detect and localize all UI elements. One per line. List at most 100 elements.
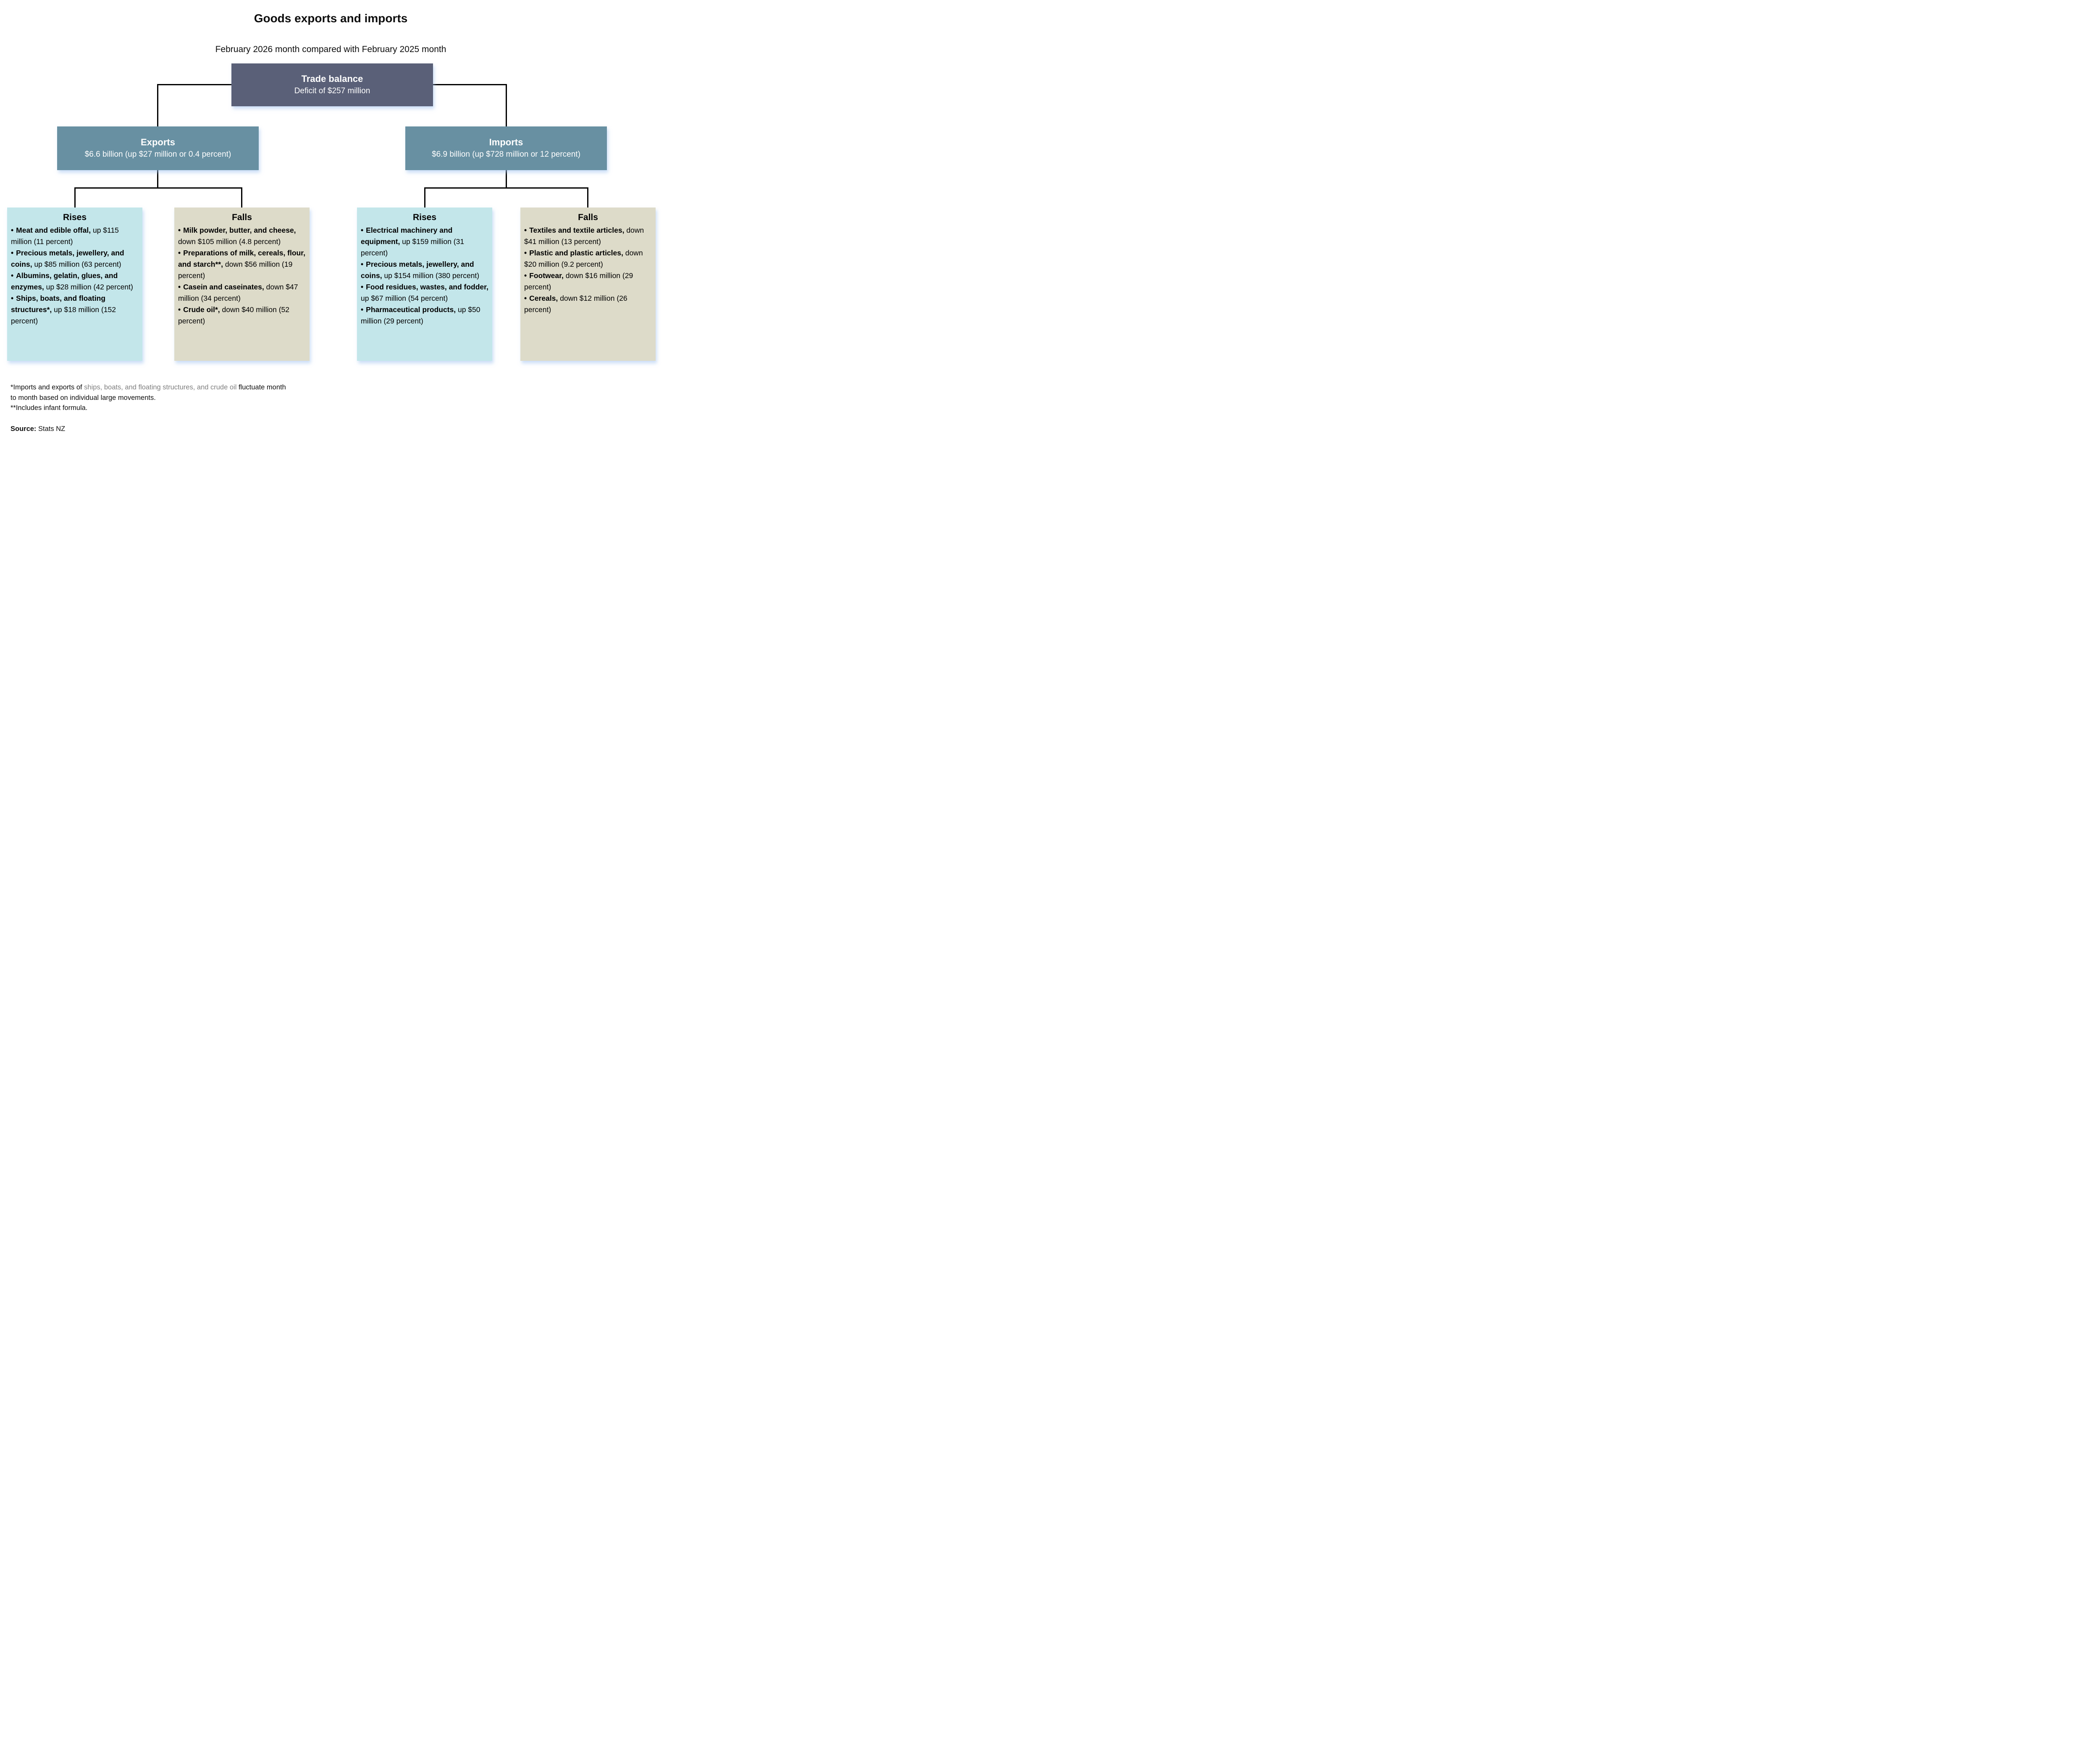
item-name: Crude oil*, (183, 305, 220, 314)
source-value: Stats NZ (36, 425, 66, 433)
list-item: •Pharmaceutical products, up $50 million… (361, 304, 488, 327)
item-name: Ships, boats, and floating structures*, (11, 294, 106, 314)
connector-line (424, 187, 588, 189)
connector-line (241, 187, 242, 208)
bullet-icon: • (178, 305, 181, 314)
list-item: •Electrical machinery and equipment, up … (361, 225, 488, 259)
item-detail: up $28 million (42 percent) (44, 283, 133, 291)
footnotes: *Imports and exports of ships, boats, an… (10, 382, 293, 413)
list-item: •Textiles and textile articles, down $41… (524, 225, 652, 247)
connector-line (157, 170, 158, 189)
connector-line (433, 84, 506, 85)
connector-line (157, 84, 158, 127)
bullet-icon: • (361, 260, 364, 268)
bullet-icon: • (361, 283, 364, 291)
imports-rises-title: Rises (412, 213, 437, 222)
exports-title: Exports (141, 137, 175, 147)
item-detail: up $159 million (31 percent) (361, 237, 465, 257)
item-name: Pharmaceutical products, (366, 305, 456, 314)
exports-box: Exports $6.6 billion (up $27 million or … (57, 126, 259, 170)
bullet-icon: • (178, 283, 181, 291)
bullet-icon: • (11, 249, 14, 257)
exports-falls-title: Falls (232, 213, 252, 222)
list-item: •Milk powder, butter, and cheese, down $… (178, 225, 306, 247)
list-item: •Precious metals, jewellery, and coins, … (11, 247, 139, 270)
item-name: Precious metals, jewellery, and coins, (361, 260, 474, 280)
page-subtitle: February 2026 month compared with Februa… (215, 45, 446, 54)
page-title: Goods exports and imports (254, 12, 408, 25)
item-name: Electrical machinery and equipment, (361, 226, 453, 246)
item-name: Milk powder, butter, and cheese, (183, 226, 296, 234)
exports-rises-box: Rises •Meat and edible offal, up $115 mi… (7, 208, 142, 361)
list-item: •Albumins, gelatin, glues, and enzymes, … (11, 270, 139, 293)
bullet-icon: • (524, 249, 527, 257)
imports-falls-box: Falls •Textiles and textile articles, do… (520, 208, 656, 361)
connector-line (424, 187, 425, 208)
bullet-icon: • (361, 305, 364, 314)
item-name: Preparations of milk, cereals, flour, an… (178, 249, 305, 268)
trade-balance-value: Deficit of $257 million (294, 87, 370, 96)
bullet-icon: • (524, 271, 527, 280)
trade-balance-title: Trade balance (301, 73, 363, 84)
list-item: •Meat and edible offal, up $115 million … (11, 225, 139, 247)
item-detail: up $50 million (29 percent) (361, 305, 480, 325)
list-item: •Precious metals, jewellery, and coins, … (361, 259, 488, 281)
footnote-asterisk: *Imports and exports of ships, boats, an… (10, 382, 293, 403)
bullet-icon: • (11, 226, 14, 234)
exports-rises-title: Rises (63, 213, 87, 222)
item-name: Albumins, gelatin, glues, and enzymes, (11, 271, 118, 291)
item-name: Cereals, (529, 294, 558, 302)
bullet-icon: • (11, 271, 14, 280)
item-detail: up $67 million (54 percent) (361, 294, 448, 302)
list-item: •Ships, boats, and floating structures*,… (11, 293, 139, 327)
list-item: •Plastic and plastic articles, down $20 … (524, 247, 652, 270)
item-detail: down $41 million (13 percent) (524, 226, 644, 246)
list-item: •Food residues, wastes, and fodder, up $… (361, 281, 488, 304)
connector-line (506, 170, 507, 189)
item-detail: down $40 million (52 percent) (178, 305, 290, 325)
item-detail: down $12 million (26 percent) (524, 294, 627, 314)
exports-value: $6.6 billion (up $27 million or 0.4 perc… (84, 150, 231, 159)
bullet-icon: • (11, 294, 14, 302)
item-detail: up $115 million (11 percent) (11, 226, 119, 246)
item-detail: down $47 million (34 percent) (178, 283, 298, 302)
list-item: •Cereals, down $12 million (26 percent) (524, 293, 652, 315)
exports-falls-box: Falls •Milk powder, butter, and cheese, … (174, 208, 310, 361)
item-name: Textiles and textile articles, (529, 226, 625, 234)
connector-line (158, 84, 231, 85)
connector-line (74, 187, 242, 189)
imports-rises-box: Rises •Electrical machinery and equipmen… (357, 208, 492, 361)
item-detail: up $85 million (63 percent) (32, 260, 121, 268)
item-detail: down $105 million (4.8 percent) (178, 237, 281, 246)
item-detail: down $16 million (29 percent) (524, 271, 633, 291)
connector-line (74, 187, 76, 208)
trade-balance-box: Trade balance Deficit of $257 million (231, 63, 433, 106)
footnote-gray-text: ships, boats, and floating structures, a… (84, 384, 237, 391)
bullet-icon: • (178, 249, 181, 257)
list-item: •Casein and caseinates, down $47 million… (178, 281, 306, 304)
footnote-double-asterisk: **Includes infant formula. (10, 404, 88, 412)
bullet-icon: • (361, 226, 364, 234)
imports-box: Imports $6.9 billion (up $728 million or… (405, 126, 607, 170)
trade-infographic: Goods exports and imports February 2026 … (0, 0, 662, 439)
item-detail: up $154 million (380 percent) (382, 271, 480, 280)
bullet-icon: • (178, 226, 181, 234)
item-name: Casein and caseinates, (183, 283, 264, 291)
bullet-icon: • (524, 226, 527, 234)
imports-falls-title: Falls (578, 213, 598, 222)
footnote-text: fluctuate month to month based on indivi… (10, 384, 286, 402)
source-label: Source: (10, 425, 37, 433)
item-detail: down $56 million (19 percent) (178, 260, 293, 280)
list-item: •Preparations of milk, cereals, flour, a… (178, 247, 306, 281)
item-detail: up $18 million (152 percent) (11, 305, 116, 325)
list-item: •Crude oil*, down $40 million (52 percen… (178, 304, 306, 327)
imports-title: Imports (489, 137, 523, 147)
item-name: Footwear, (529, 271, 564, 280)
connector-line (587, 187, 588, 208)
source-line: Source: Stats NZ (10, 425, 65, 433)
item-detail: down $20 million (9.2 percent) (524, 249, 643, 268)
footnote-text: *Imports and exports of (10, 384, 84, 391)
item-name: Food residues, wastes, and fodder, (366, 283, 488, 291)
item-name: Plastic and plastic articles, (529, 249, 623, 257)
connector-line (506, 84, 507, 127)
